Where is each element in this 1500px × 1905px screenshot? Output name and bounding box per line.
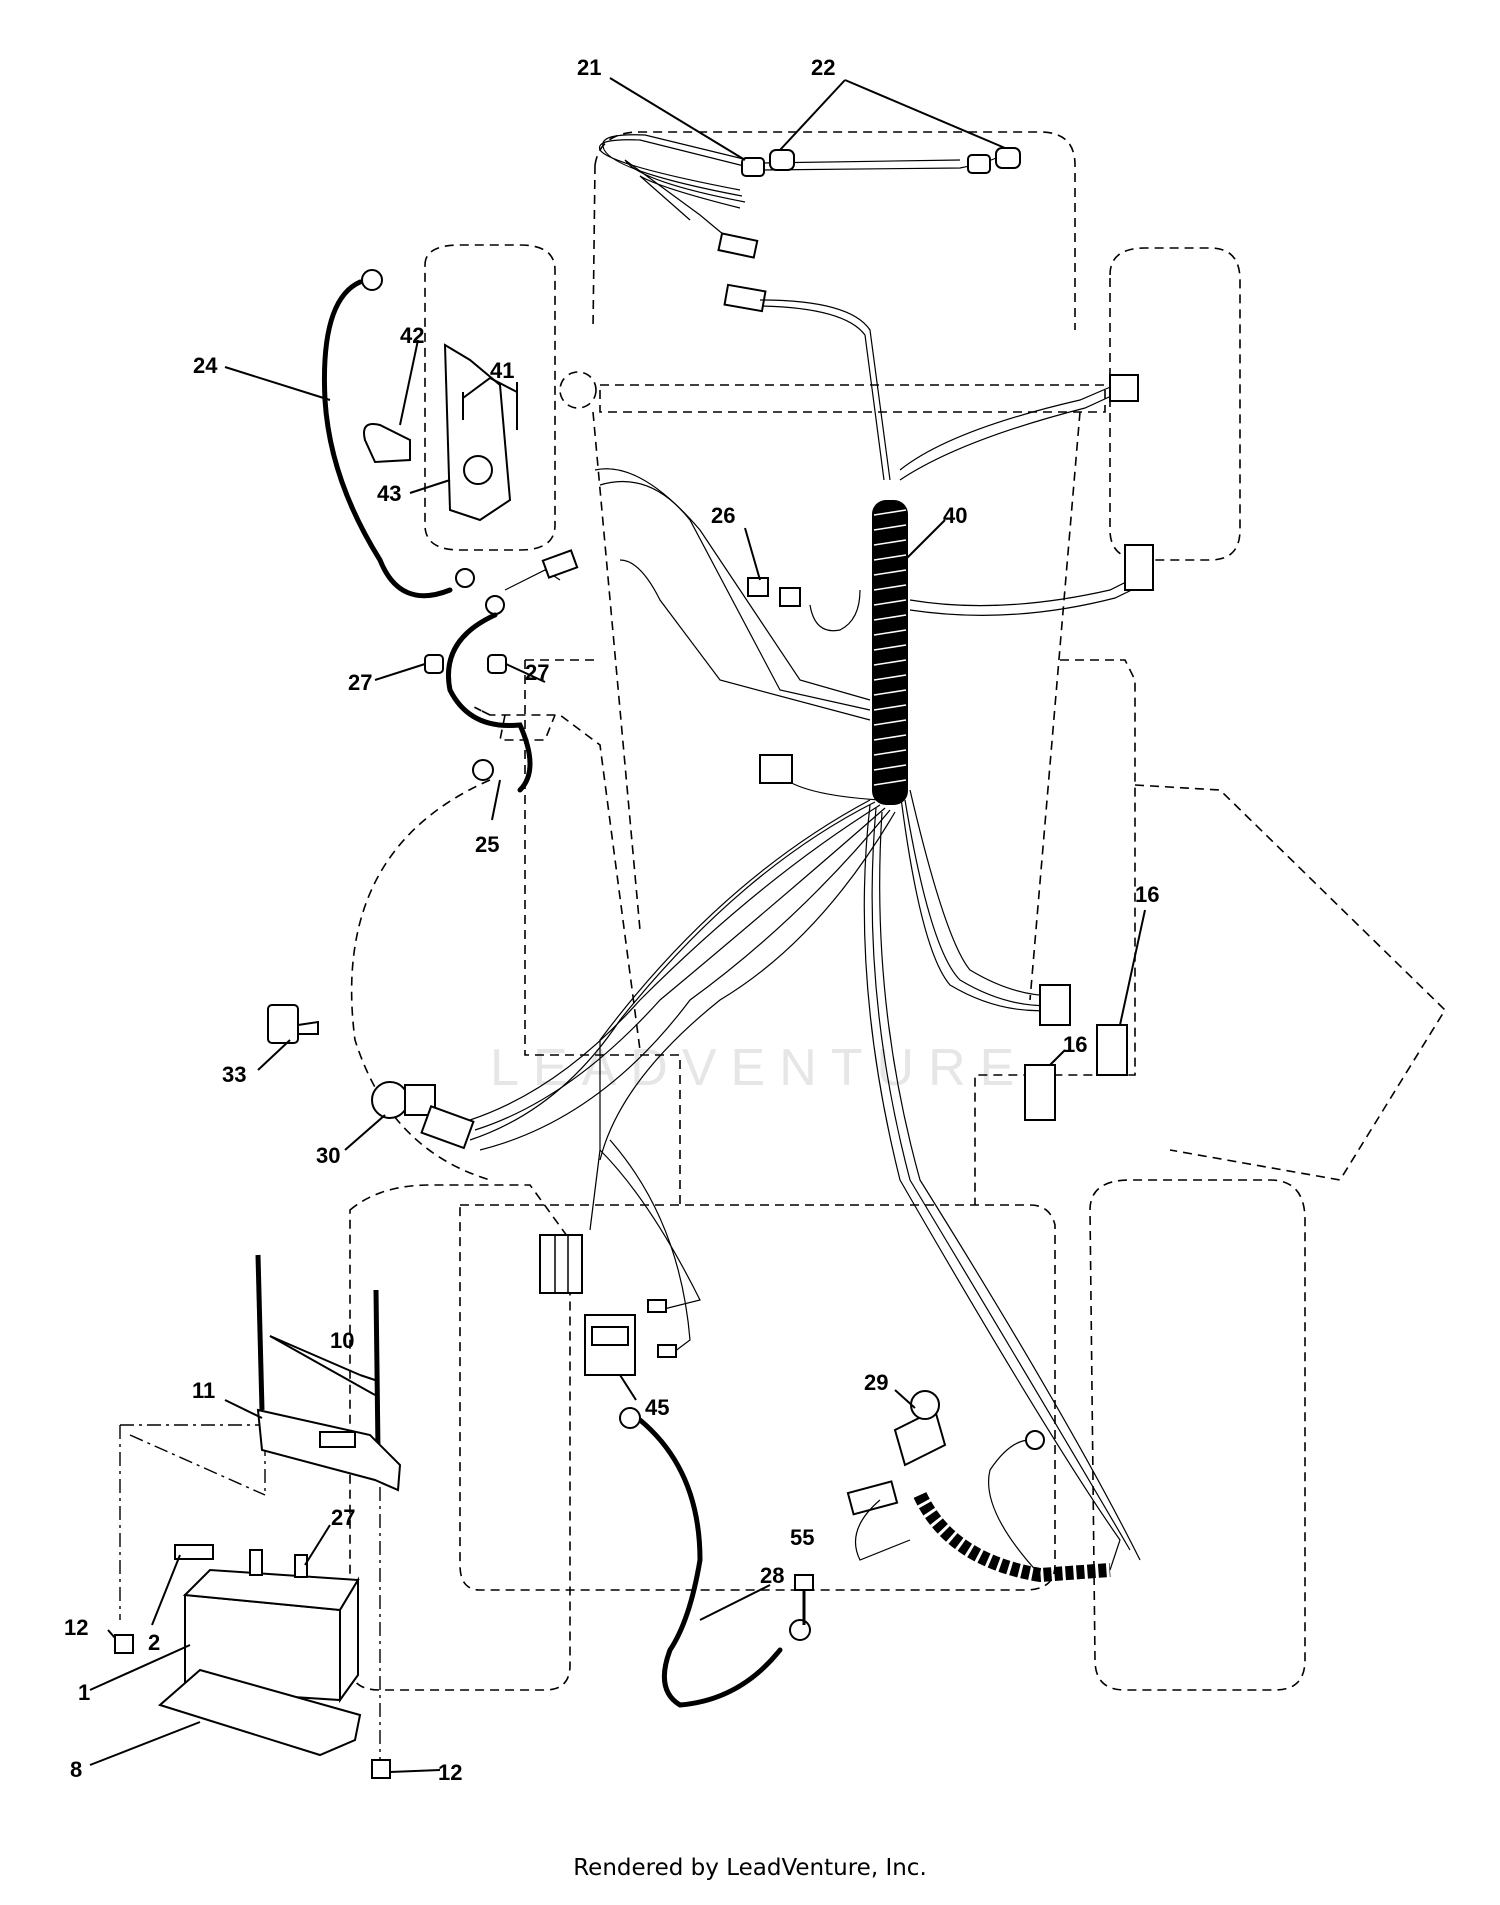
coil-sleeve <box>872 500 908 805</box>
callout-29: 29 <box>864 1370 888 1395</box>
callouts: 21 22 24 42 41 43 40 26 27 27 25 16 16 3… <box>64 55 1159 1785</box>
callout-55: 55 <box>790 1525 814 1550</box>
solenoid-group <box>321 269 579 793</box>
callout-27-b: 27 <box>525 660 549 685</box>
hour-meter <box>584 1314 636 1376</box>
callout-26: 26 <box>711 503 735 528</box>
footer-credit: Rendered by LeadVenture, Inc. <box>573 1855 927 1881</box>
ground-cable-28 <box>637 1417 783 1708</box>
callout-16-b: 16 <box>1063 1032 1087 1057</box>
callout-27-c: 27 <box>331 1505 355 1530</box>
callout-16-a: 16 <box>1135 882 1159 907</box>
callout-1: 1 <box>78 1680 90 1705</box>
connector-16-a <box>1096 1024 1128 1076</box>
callout-30: 30 <box>316 1143 340 1168</box>
main-harness <box>469 283 1154 1571</box>
callout-45: 45 <box>645 1395 669 1420</box>
battery <box>114 1544 391 1779</box>
machine-outline <box>119 131 1447 1765</box>
callout-22: 22 <box>811 55 835 80</box>
callout-42: 42 <box>400 323 424 348</box>
watermark-text: LEADVENTURE <box>490 1039 1028 1097</box>
callout-10: 10 <box>330 1328 354 1353</box>
ignition-switch <box>371 1081 475 1150</box>
callout-28: 28 <box>760 1563 784 1588</box>
callout-12-b: 12 <box>438 1760 462 1785</box>
seat-switch <box>846 1390 1111 1583</box>
callout-33: 33 <box>222 1062 246 1087</box>
callout-2: 2 <box>148 1630 160 1655</box>
ignition-key <box>267 1004 319 1044</box>
callout-24: 24 <box>193 353 218 378</box>
callout-8: 8 <box>70 1757 82 1782</box>
callout-43: 43 <box>377 481 401 506</box>
connector-16-b <box>1024 1064 1056 1121</box>
callout-25: 25 <box>475 832 499 857</box>
callout-41: 41 <box>490 358 514 383</box>
callout-27-a: 27 <box>348 670 372 695</box>
battery-holddown <box>255 1254 402 1492</box>
callout-11: 11 <box>192 1378 215 1403</box>
seat-coil <box>913 1491 1111 1583</box>
callout-40: 40 <box>943 503 967 528</box>
top-harness <box>598 134 1021 259</box>
callout-21: 21 <box>577 55 601 80</box>
callout-12-a: 12 <box>64 1615 88 1640</box>
leader-lines <box>89 77 1146 1773</box>
